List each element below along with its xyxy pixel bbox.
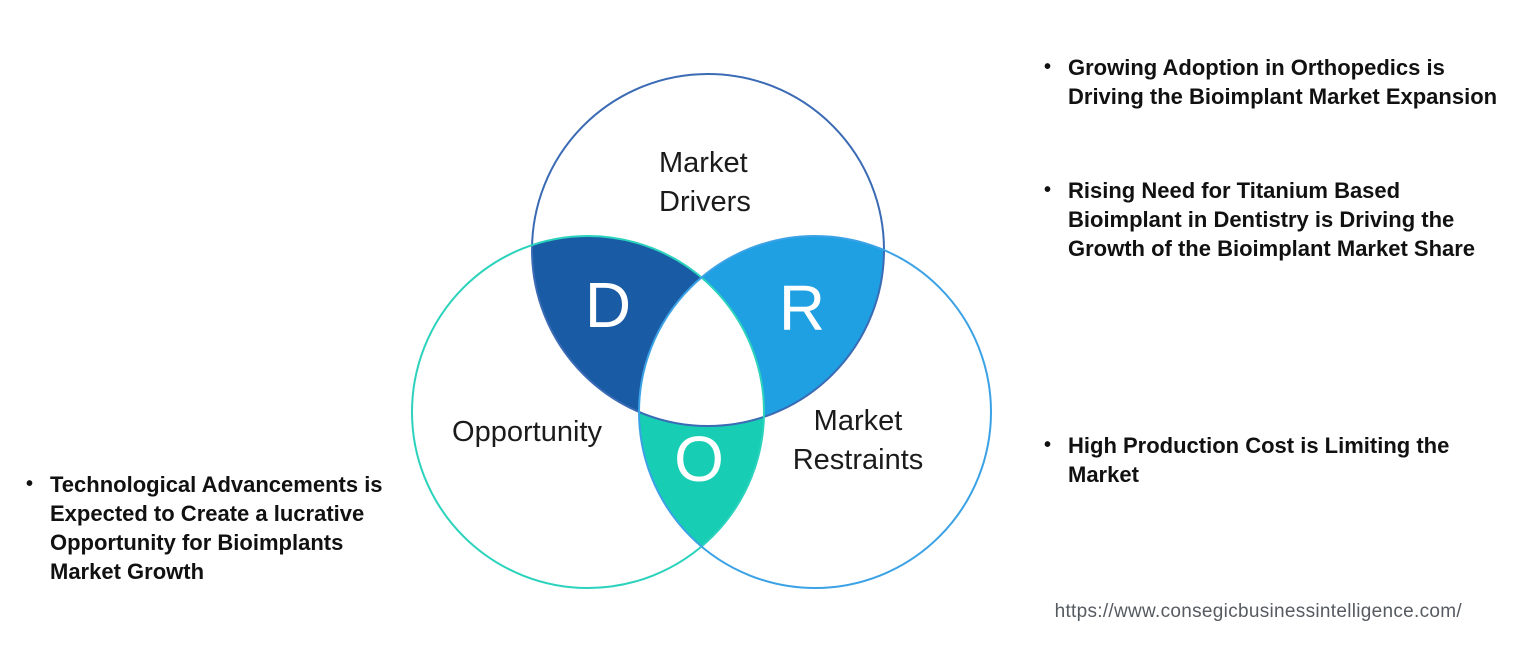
bullet-icon: • bbox=[1044, 56, 1052, 78]
source-url[interactable]: https://www.consegicbusinessintelligence… bbox=[1054, 601, 1462, 622]
restraints-circle-label: Market Restraints bbox=[792, 405, 924, 476]
opportunity-circle-label: Opportunity bbox=[452, 416, 602, 448]
restraints-circle-outline bbox=[638, 235, 992, 589]
bullet-icon: • bbox=[1044, 434, 1052, 456]
restraint-note-text: High Production Cost is Limiting the Mar… bbox=[1068, 433, 1450, 487]
restraint-note: • High Production Cost is Limiting the M… bbox=[1044, 431, 1498, 489]
driver-note-1-text: Growing Adoption in Orthopedics is Drivi… bbox=[1068, 55, 1498, 109]
opportunity-note: • Technological Advancements is Expected… bbox=[26, 470, 395, 586]
driver-note-2: • Rising Need for Titanium Based Bioimpl… bbox=[1044, 176, 1498, 263]
restraints-letter: R bbox=[778, 272, 826, 344]
drivers-circle-label: Market Drivers bbox=[659, 147, 751, 218]
opportunity-circle-outline bbox=[411, 235, 765, 589]
triple-intersection bbox=[639, 236, 764, 426]
opportunity-note-text: Technological Advancements is Expected t… bbox=[50, 472, 383, 584]
driver-note-2-text: Rising Need for Titanium Based Bioimplan… bbox=[1068, 178, 1476, 261]
bullet-icon: • bbox=[26, 473, 34, 495]
opportunity-letter: O bbox=[674, 423, 724, 495]
driver-note-1: • Growing Adoption in Orthopedics is Dri… bbox=[1044, 53, 1498, 111]
bullet-icon: • bbox=[1044, 179, 1052, 201]
drivers-letter: D bbox=[584, 269, 632, 341]
